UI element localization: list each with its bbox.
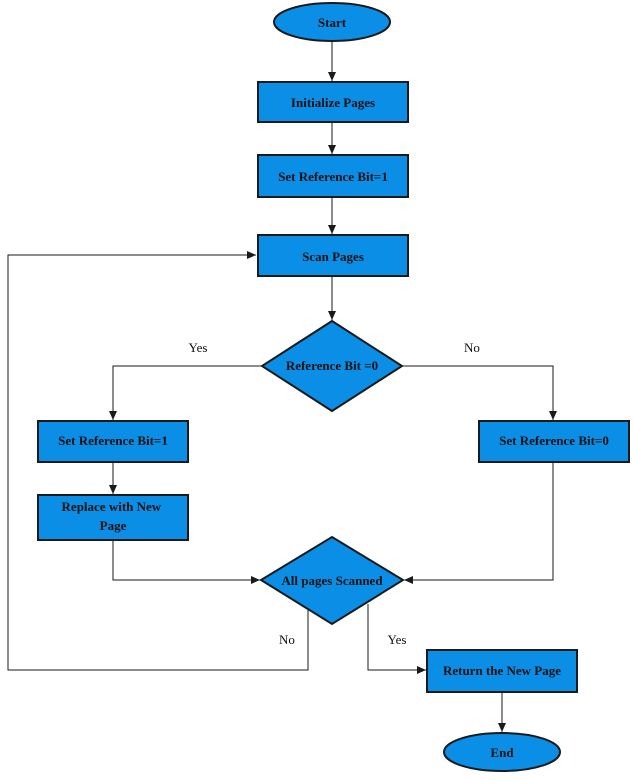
- node-return-new-page: Return the New Page: [426, 649, 578, 693]
- return-new-page-box: [426, 649, 578, 693]
- decision-reference-bit-label: Reference Bit =0: [286, 358, 378, 373]
- initialize-pages-box: [257, 81, 409, 123]
- edge-decision-no: [402, 365, 557, 420]
- end-label: End: [490, 745, 514, 760]
- node-set-reference-bit-1-left: Set Reference Bit=1: [37, 420, 189, 463]
- all-pages-scanned-label: All pages Scanned: [281, 573, 383, 588]
- set-reference-bit-1-label: Set Reference Bit=1: [278, 169, 388, 184]
- node-all-pages-scanned: All pages Scanned: [259, 535, 405, 626]
- node-set-reference-bit-0: Set Reference Bit=0: [478, 420, 630, 463]
- set-reference-bit-0-box: [478, 420, 630, 463]
- edge-decision-yes: [109, 365, 262, 420]
- set-reference-bit-1-left-box: [37, 420, 189, 463]
- scan-pages-box: [257, 234, 409, 277]
- edge-label-scan-no: No: [279, 632, 295, 647]
- initialize-pages-label: Initialize Pages: [291, 95, 375, 110]
- node-set-reference-bit-1: Set Reference Bit=1: [257, 154, 409, 198]
- edge-set0-allscanned: [404, 462, 554, 584]
- node-start: Start: [273, 2, 391, 42]
- node-end: End: [443, 732, 561, 772]
- return-new-page-label: Return the New Page: [443, 663, 561, 678]
- edge-replace-allscanned: [112, 540, 260, 584]
- replace-with-new-page-label: Replace with New Page: [62, 499, 165, 533]
- replace-label-line-2: Page: [100, 518, 127, 533]
- replace-with-new-page-box: [37, 494, 189, 541]
- set-reference-bit-1-box: [257, 154, 409, 198]
- edge-label-ref-no: No: [464, 340, 480, 355]
- replace-label-line-1: Replace with New: [62, 499, 162, 514]
- all-pages-scanned-diamond: [259, 535, 405, 626]
- end-ellipse: [443, 732, 561, 772]
- decision-reference-bit-diamond: [260, 319, 404, 413]
- start-ellipse: [273, 2, 391, 42]
- edges: [7, 41, 557, 732]
- edge-allscanned-yes: [367, 604, 426, 674]
- node-replace-with-new-page: Replace with New Page: [37, 494, 189, 541]
- node-decision-reference-bit: Reference Bit =0: [260, 319, 404, 413]
- edge-allscanned-no-loop: [7, 251, 309, 671]
- edge-label-scan-yes: Yes: [388, 632, 407, 647]
- set-reference-bit-0-label: Set Reference Bit=0: [499, 433, 609, 448]
- edge-label-ref-yes: Yes: [189, 340, 208, 355]
- set-reference-bit-1-left-label: Set Reference Bit=1: [58, 433, 168, 448]
- edge-labels: Yes No No Yes: [189, 340, 480, 647]
- scan-pages-label: Scan Pages: [302, 249, 364, 264]
- start-label: Start: [318, 15, 347, 30]
- node-initialize-pages: Initialize Pages: [257, 81, 409, 123]
- node-scan-pages: Scan Pages: [257, 234, 409, 277]
